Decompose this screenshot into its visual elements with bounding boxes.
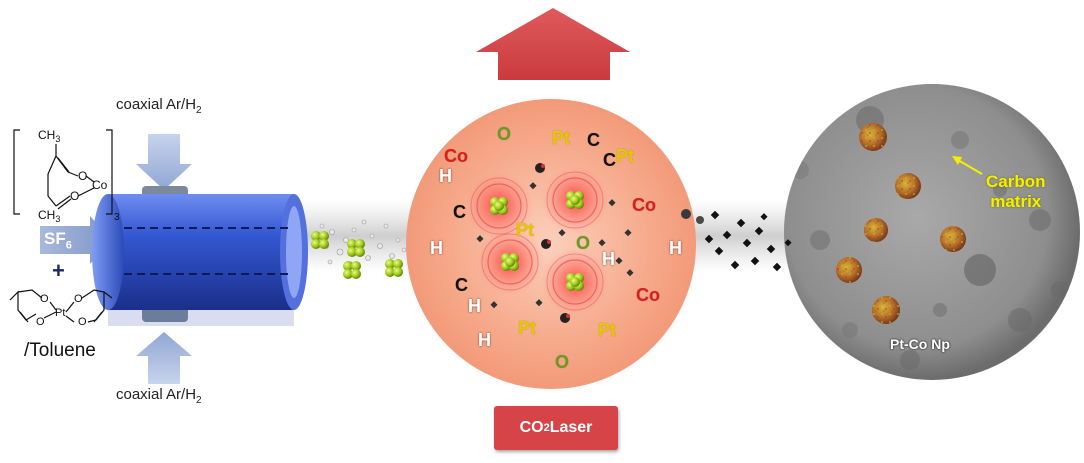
reactor-nozzle xyxy=(92,186,308,326)
cluster xyxy=(347,239,365,257)
element-co: Co xyxy=(444,146,468,166)
cobalt-label: Co xyxy=(92,178,108,192)
plasma-particles xyxy=(476,163,634,323)
oxygen-label: O xyxy=(40,293,49,305)
element-pt: Pt xyxy=(552,128,570,148)
tem-image xyxy=(784,84,1080,380)
cluster xyxy=(385,259,403,277)
plus-sign: + xyxy=(52,258,65,283)
platinum-label: Pt xyxy=(55,307,65,319)
element-h: H xyxy=(468,296,481,316)
toluene-label: /Toluene xyxy=(24,340,96,361)
oxygen-label: O xyxy=(74,293,83,305)
coaxial-label-top: coaxial Ar/H2 xyxy=(116,96,202,116)
coaxial-label-bottom: coaxial Ar/H2 xyxy=(116,386,202,406)
element-co: Co xyxy=(636,285,660,305)
oxygen-label: O xyxy=(78,169,87,183)
element-c: C xyxy=(453,202,466,222)
element-c: C xyxy=(587,130,600,150)
nanoparticle xyxy=(872,296,900,324)
sf6-label: SF6 xyxy=(44,229,72,252)
element-h: H xyxy=(602,249,615,269)
subscript-3: 3 xyxy=(114,212,120,223)
element-h: H xyxy=(478,330,491,350)
nanoparticle xyxy=(940,226,966,252)
down-arrow-icon xyxy=(136,134,192,190)
nanoparticle xyxy=(836,257,862,283)
ptco-np-label: Pt-Co Np xyxy=(890,336,950,352)
element-co: Co xyxy=(632,195,656,215)
carbon-matrix-label: Carbon matrix xyxy=(986,172,1046,211)
element-o: O xyxy=(576,233,591,253)
cluster xyxy=(566,191,584,209)
cluster xyxy=(490,197,508,215)
element-pt: Pt xyxy=(516,220,534,240)
nanoparticle xyxy=(864,218,888,242)
nanoparticle xyxy=(859,123,887,151)
element-h: H xyxy=(430,238,443,258)
element-o: O xyxy=(497,124,512,144)
cluster xyxy=(311,231,329,249)
element-pt: Pt xyxy=(598,320,616,340)
element-c: C xyxy=(455,275,468,295)
element-o: O xyxy=(555,352,570,372)
pt-acac-molecule xyxy=(9,289,113,323)
element-h: H xyxy=(439,166,452,186)
ch3-top: CH3 xyxy=(38,128,60,144)
co-acac-molecule xyxy=(13,129,113,215)
cluster xyxy=(501,253,519,271)
cluster-group-plasma xyxy=(490,191,584,291)
oxygen-label: O xyxy=(70,189,79,203)
element-pt: Pt xyxy=(616,146,634,166)
cluster xyxy=(566,273,584,291)
hot-spot-group xyxy=(465,166,609,316)
nanoparticle-group xyxy=(836,123,966,324)
ch3-bottom: CH3 xyxy=(38,208,60,224)
up-arrow-icon xyxy=(476,8,630,80)
element-h: H xyxy=(669,238,682,258)
oxygen-label: O xyxy=(36,316,45,328)
element-c: C xyxy=(603,150,616,170)
cluster xyxy=(343,261,361,279)
up-arrow-icon xyxy=(136,332,192,384)
oxygen-label: O xyxy=(78,316,87,328)
nanoparticle xyxy=(895,173,921,199)
element-pt: Pt xyxy=(518,318,536,338)
cluster-group-spray xyxy=(311,231,403,279)
